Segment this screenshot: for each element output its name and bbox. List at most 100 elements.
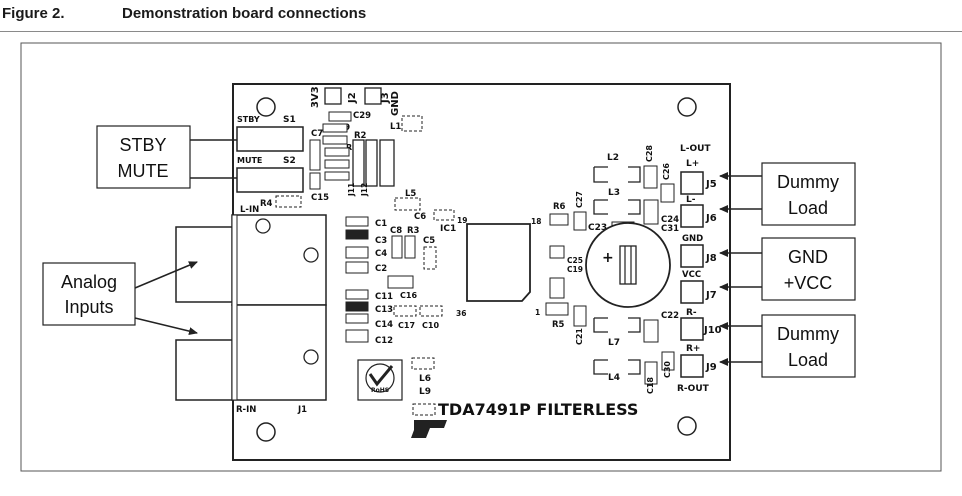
analog-arrow-upper [134,261,198,289]
silk-pin1: 1 [535,308,540,317]
pad-c10 [419,305,443,317]
pad-r4 [275,195,302,208]
pad-c21 [573,305,587,327]
pad-c14 [345,313,369,324]
figure-title: Figure 2.Demonstration board connections [2,5,366,22]
input-jack-l [231,214,327,306]
silk-c26: C26 [662,163,671,180]
vcc-label: +VCC [784,273,833,293]
jack-r-hole [303,349,319,365]
dummy-load-bottom-line1: Dummy [777,324,839,344]
silk-gnd-right: GND [682,234,703,244]
silk-j8: J8 [705,253,717,264]
mounting-hole-bottom-right [677,416,697,436]
silk-c17: C17 [398,321,415,330]
silk-j11: J11 [347,183,356,197]
silk-r-plus: R+ [686,344,700,354]
silk-j7: J7 [705,290,717,301]
input-jack-r [231,304,327,401]
silk-r4: R4 [260,199,273,209]
silk-l2: L2 [607,153,619,163]
mounting-hole-top-left [256,97,276,117]
silk-vcc: VCC [682,270,701,280]
pad-c18 [644,361,658,385]
silk-c25: C25 [567,256,583,265]
silk-r1: R1 [346,143,358,152]
pad-c19 [549,277,565,299]
silk-r-in: R-IN [236,405,256,415]
jumper-j12 [365,139,378,187]
title-rule [0,31,962,32]
pad-c6 [433,209,455,221]
silk-pin36: 36 [456,309,466,318]
silk-c19: C19 [567,265,583,274]
stby-mute-box [96,125,191,189]
jack-l-hole-a [255,218,271,234]
silk-j12: J12 [360,183,369,197]
rohs-text: RoHS [371,387,389,394]
pad-r3 [404,235,416,259]
pad-r5 [545,302,569,316]
dummy-load-top-line2: Load [788,198,828,218]
silk-c2: C2 [375,264,387,274]
dummy-load-bottom-box [761,314,856,378]
dummy-load-bottom-line2: Load [788,350,828,370]
pad-c11 [345,289,369,300]
silk-c21: C21 [575,328,584,345]
pad-c12 [345,329,369,343]
silk-l-minus: L- [686,195,696,205]
silk-c15: C15 [311,193,329,203]
header-gnd-pad [364,87,382,105]
silk-j10: J10 [703,325,722,336]
silk-l1: L1 [390,122,401,132]
silk-c11: C11 [375,292,393,302]
silk-r-minus: R- [686,308,697,318]
jack-l-body [175,226,232,303]
silk-r2: R2 [354,131,367,141]
silk-c1: C1 [375,219,387,229]
st-logo-icon [411,420,447,438]
silk-s2: S2 [283,156,296,166]
silk-c5: C5 [423,236,435,246]
silk-j9: J9 [705,362,717,373]
analog-label: Analog [61,272,117,292]
pad-c16 [387,275,414,289]
silk-j6: J6 [705,213,717,224]
pad-c26 [660,183,675,203]
pad-c17 [393,305,417,317]
silk-l4: L4 [608,373,620,383]
silk-c31: C31 [661,224,679,234]
silk-c7: C7 [311,129,323,139]
pad-c28 [643,165,658,189]
pad-c1 [345,216,369,227]
pad-c8 [391,235,403,259]
analog-inputs-box [42,262,136,326]
mounting-hole-bottom-left [256,422,276,442]
silk-l-plus: L+ [686,159,699,169]
terminal-j9 [680,354,704,378]
stby-label: STBY [119,135,166,155]
mounting-hole-top-right [677,97,697,117]
silk-c28: C28 [645,145,654,162]
pad-c2 [345,261,369,274]
pad-l5 [394,197,421,211]
pad-c5 [423,246,437,270]
silk-c18: C18 [646,377,655,394]
silk-pin19: 19 [457,216,467,225]
silk-l7: L7 [608,338,620,348]
silk-c16: C16 [400,291,417,300]
gnd-vcc-box [761,237,856,301]
pad-r1b [324,159,350,169]
pad-c30 [661,351,675,371]
pad-c4 [345,246,369,259]
silk-c12: C12 [375,336,393,346]
silk-l9: L9 [419,387,431,397]
inductor-l3 [593,199,641,215]
silk-r5: R5 [552,320,565,330]
dummy-load-top-line1: Dummy [777,172,839,192]
cap-plus-sign: + [602,250,614,266]
silk-j1: J1 [297,405,307,415]
dummy-load-top-box [761,162,856,226]
silk-ic1: IC1 [440,224,456,234]
electrolytic-capacitor-body [619,245,637,285]
